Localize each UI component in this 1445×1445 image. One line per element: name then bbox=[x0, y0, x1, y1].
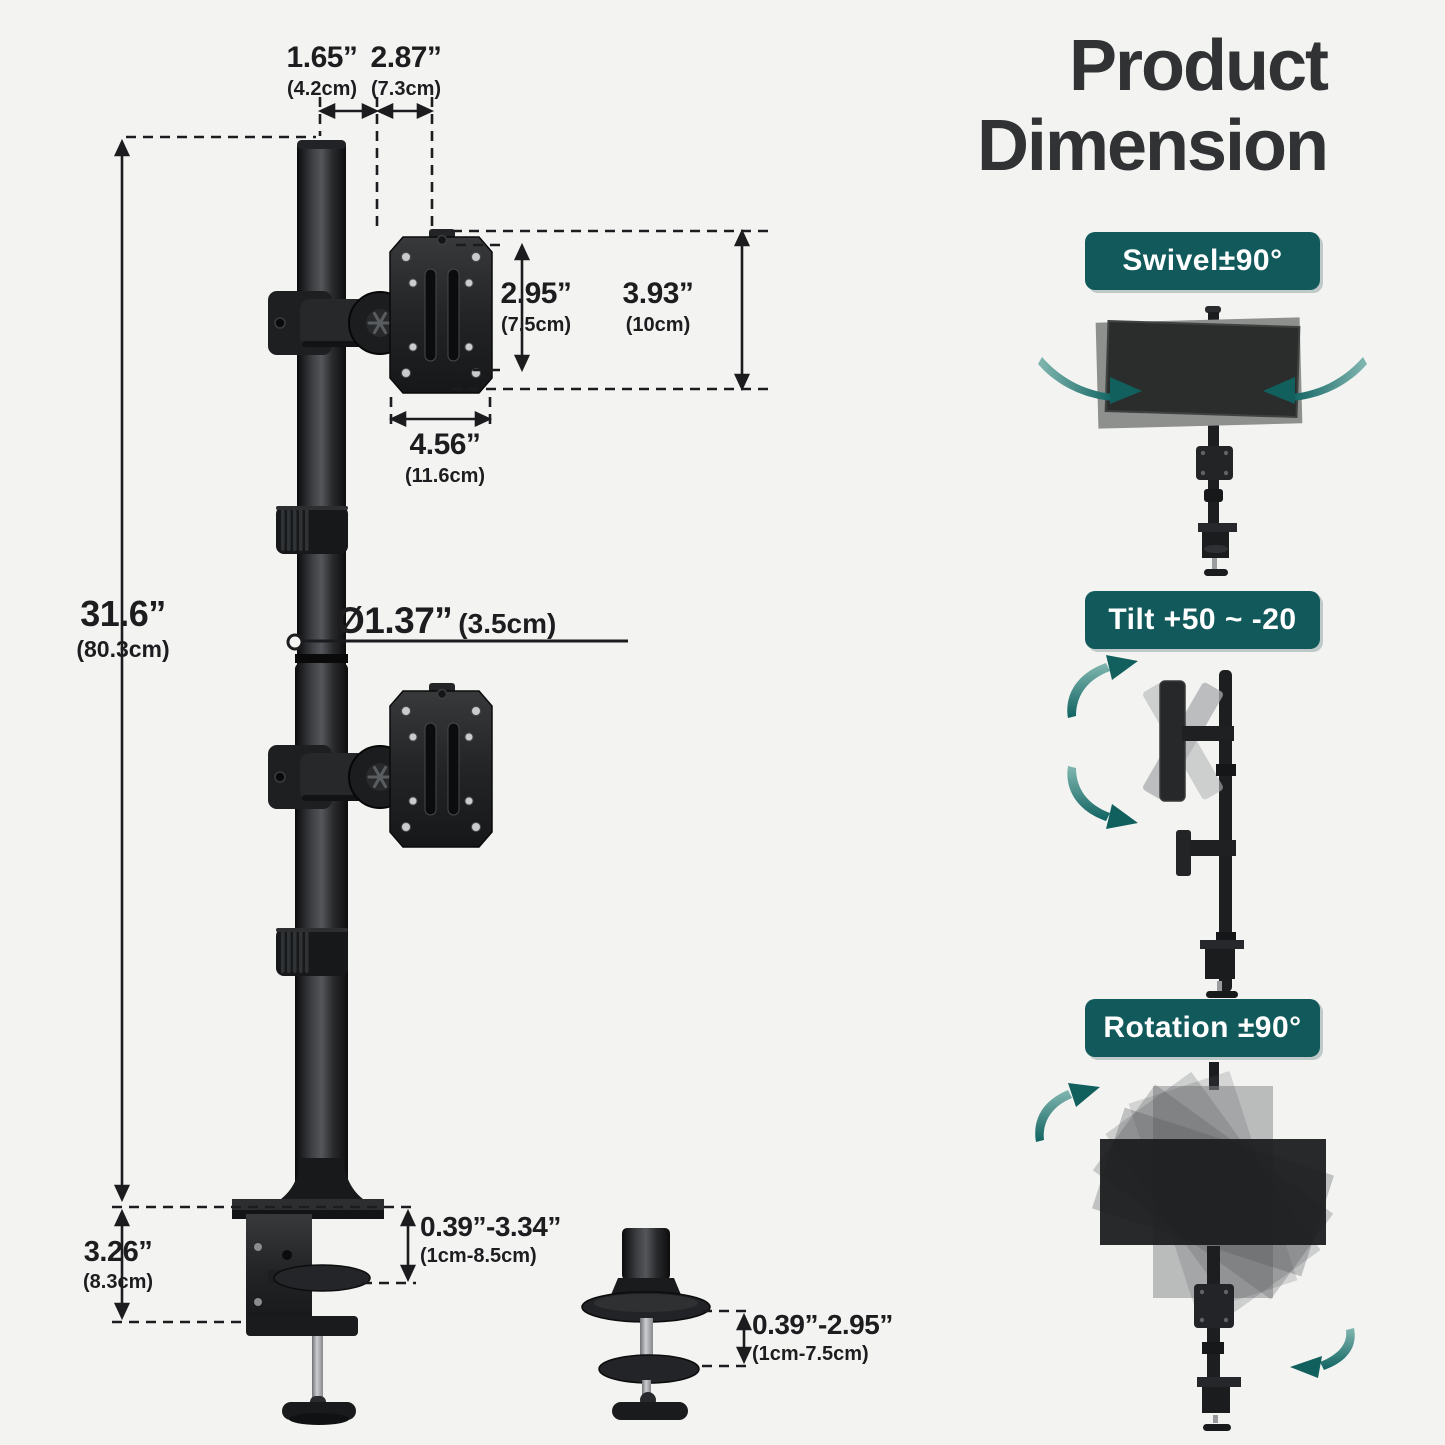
swivel-arrow-left-icon bbox=[1038, 357, 1142, 404]
dim-inches: 4.56” bbox=[409, 428, 481, 461]
dim-inches: 3.26” bbox=[83, 1236, 153, 1268]
swivel-illustration bbox=[1038, 306, 1367, 576]
dim-arm-reach: 2.87” (7.3cm) bbox=[340, 41, 472, 100]
dim-inches: 2.87” bbox=[370, 41, 442, 74]
feature-badge-label: Swivel±90° bbox=[1122, 244, 1283, 277]
pole-collar-upper bbox=[276, 506, 348, 554]
dim-inches: 1.65” bbox=[286, 41, 358, 74]
desk-clamp bbox=[232, 1199, 384, 1425]
feature-badge-tilt: Tilt +50 ~ -20 bbox=[1085, 591, 1320, 649]
dimension-lines bbox=[112, 97, 770, 1368]
swivel-monitor bbox=[1095, 317, 1303, 429]
dim-clamp-body-height: 3.26” (8.3cm) bbox=[56, 1236, 180, 1294]
dim-clamp-desk-thickness: 0.39”-3.34” (1cm-8.5cm) bbox=[420, 1211, 561, 1268]
dim-metric: (7.3cm) bbox=[370, 77, 442, 100]
rotation-arrow-downright-icon bbox=[1290, 1328, 1355, 1378]
dim-inches: 0.39”-3.34” bbox=[420, 1211, 561, 1242]
pole-collar-lower bbox=[276, 928, 348, 976]
dim-vesa-hole-spacing: 2.95” (7.5cm) bbox=[477, 277, 595, 336]
dim-inches: Ø1.37” bbox=[336, 600, 453, 641]
rotation-screens bbox=[1092, 1071, 1334, 1313]
feature-badge-swivel: Swivel±90° bbox=[1085, 232, 1320, 290]
dim-pole-diameter: Ø1.37” (3.5cm) bbox=[336, 600, 556, 641]
tilt-arrow-up-icon bbox=[1067, 655, 1138, 718]
tilt-illustration bbox=[1067, 655, 1244, 998]
page-title: Product Dimension bbox=[976, 26, 1329, 186]
feature-badge-label: Rotation ±90° bbox=[1103, 1011, 1302, 1044]
swivel-arrow-right-icon bbox=[1263, 357, 1367, 404]
dim-vesa-plate-width: 4.56” (11.6cm) bbox=[380, 428, 510, 487]
rotation-arrow-upleft-icon bbox=[1035, 1083, 1100, 1142]
feature-badge-rotation: Rotation ±90° bbox=[1085, 999, 1320, 1057]
dim-metric: (4.2cm) bbox=[286, 77, 358, 100]
dim-inches: 0.39”-2.95” bbox=[752, 1309, 893, 1340]
dim-grommet-desk-thickness: 0.39”-2.95” (1cm-7.5cm) bbox=[752, 1309, 893, 1366]
dim-vesa-plate-height: 3.93” (10cm) bbox=[599, 277, 717, 336]
dim-inches: 3.93” bbox=[622, 277, 694, 310]
dim-inches: 31.6” bbox=[80, 593, 166, 634]
left-technical-drawing bbox=[112, 97, 770, 1425]
feature-badge-label: Tilt +50 ~ -20 bbox=[1108, 603, 1297, 636]
dim-pole-top-offset: 1.65” (4.2cm) bbox=[252, 41, 392, 100]
rotation-illustration bbox=[1035, 1062, 1355, 1431]
dim-metric: (8.3cm) bbox=[82, 1271, 154, 1294]
grommet-mount bbox=[581, 1228, 711, 1420]
dim-pole-height: 31.6” (80.3cm) bbox=[43, 593, 203, 663]
page-title-line1: Product bbox=[1068, 26, 1329, 106]
dim-metric: (3.5cm) bbox=[458, 608, 557, 639]
page-title-line2: Dimension bbox=[976, 106, 1329, 186]
dim-metric: (7.5cm) bbox=[500, 313, 572, 336]
dim-metric: (1cm-7.5cm) bbox=[752, 1343, 869, 1366]
dim-inches: 2.95” bbox=[500, 277, 572, 310]
dim-metric: (80.3cm) bbox=[76, 636, 170, 663]
dim-metric: (1cm-8.5cm) bbox=[420, 1245, 537, 1268]
tilt-arrow-down-icon bbox=[1067, 766, 1138, 829]
dim-metric: (10cm) bbox=[625, 313, 691, 336]
dim-metric: (11.6cm) bbox=[404, 464, 486, 487]
